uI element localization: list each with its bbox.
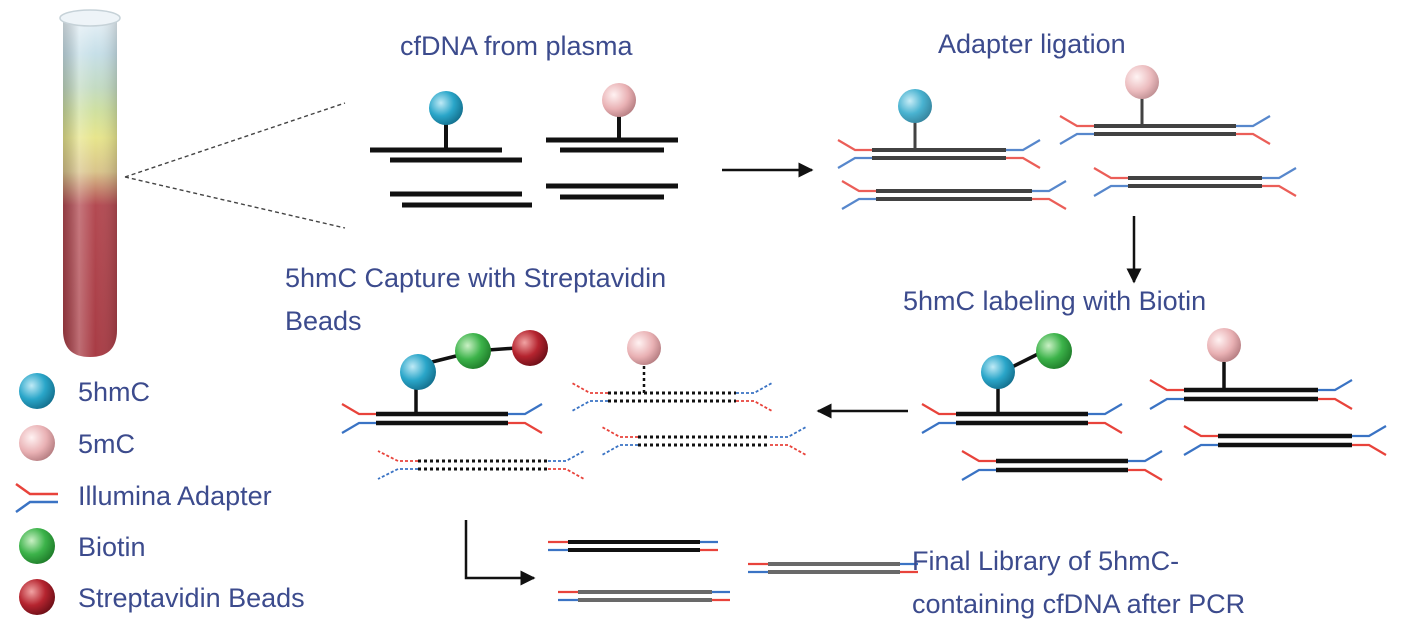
biotin-icon bbox=[19, 528, 55, 564]
labeled-fragments bbox=[921, 328, 1387, 481]
5hmc-mark bbox=[429, 91, 463, 125]
legend-beads: Streptavidin Beads bbox=[78, 583, 305, 613]
cfdna-fragments bbox=[370, 116, 678, 208]
zoom-lines bbox=[124, 102, 346, 229]
legend-5mc: 5mC bbox=[78, 429, 136, 459]
legend-biotin: Biotin bbox=[78, 532, 146, 562]
5mc-icon bbox=[19, 425, 55, 461]
legend bbox=[15, 373, 58, 615]
cfdna-label: cfDNA from plasma bbox=[400, 31, 633, 61]
capture-label-line1: 5hmC Capture with Streptavidin bbox=[285, 263, 667, 293]
labeling-label: 5hmC labeling with Biotin bbox=[903, 286, 1207, 316]
final-library bbox=[548, 540, 918, 602]
captured-fragments bbox=[341, 330, 807, 480]
adapter-icon bbox=[15, 482, 58, 514]
final-label-line1: Final Library of 5hmC- bbox=[912, 546, 1180, 576]
ligated-fragments bbox=[837, 65, 1297, 210]
adapter-ligation-label: Adapter ligation bbox=[938, 29, 1126, 59]
legend-5hmc: 5hmC bbox=[78, 377, 151, 407]
legend-adapter: Illumina Adapter bbox=[78, 481, 272, 511]
5mc-mark bbox=[602, 83, 636, 117]
bead-icon bbox=[19, 579, 55, 615]
5hmc-icon bbox=[19, 373, 55, 409]
arrow-to-final bbox=[464, 520, 536, 586]
final-label-line2: containing cfDNA after PCR bbox=[912, 589, 1246, 619]
capture-label-line2: Beads bbox=[285, 306, 362, 336]
blood-tube bbox=[59, 9, 121, 357]
